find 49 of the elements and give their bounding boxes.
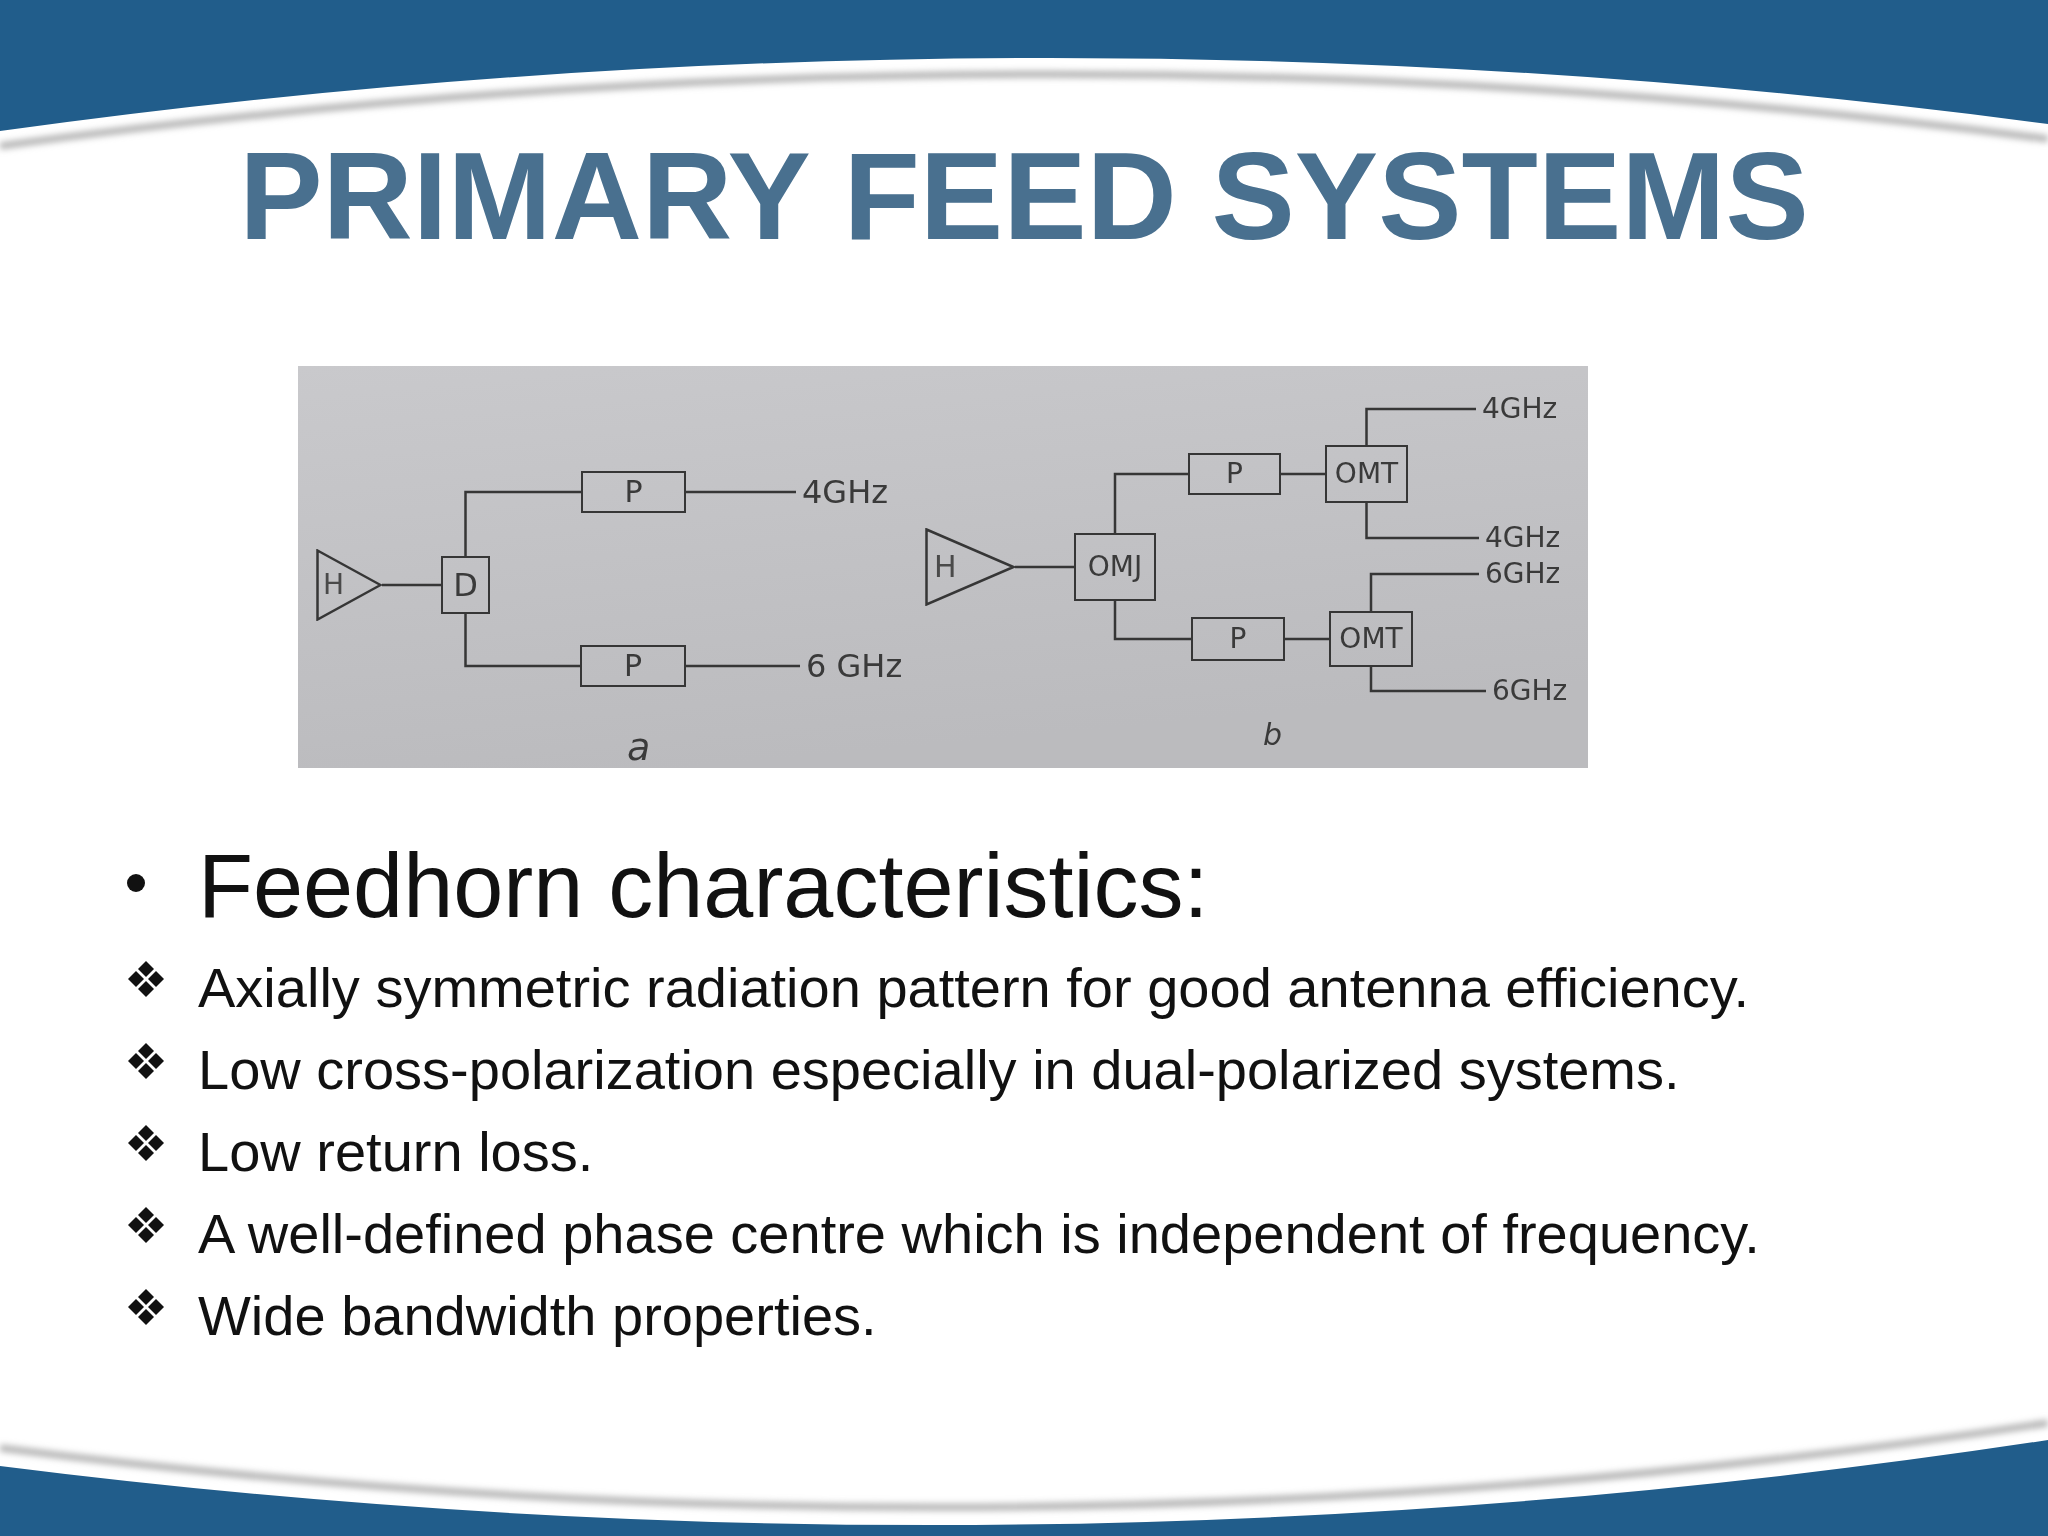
- frequency-label: 4GHz: [1482, 395, 1558, 423]
- frequency-label: 6GHz: [1492, 677, 1568, 705]
- block-label: P: [623, 651, 643, 681]
- block-label: OMT: [1334, 460, 1399, 488]
- list-item: Low cross-polarization especially in dual-polarized systems.: [198, 1038, 1680, 1103]
- frequency-label: 6GHz: [1485, 560, 1561, 588]
- panel-label: a: [627, 728, 651, 766]
- connector-line: [1113, 472, 1188, 533]
- list-item: Axially symmetric radiation pattern for good antenna efficiency.: [198, 956, 1750, 1021]
- panel-label: b: [1263, 720, 1283, 750]
- connector-line: [1113, 601, 1191, 641]
- connector-line: [1369, 572, 1479, 611]
- connector-line: [1281, 472, 1325, 476]
- block-box: [1188, 453, 1281, 495]
- block-label: D: [453, 569, 478, 601]
- block-label: P: [1226, 460, 1243, 488]
- list-item: Low return loss.: [198, 1120, 594, 1185]
- list-item: A well-defined phase centre which is independent of frequency.: [198, 1202, 1760, 1267]
- block-box: [1325, 445, 1408, 503]
- frequency-label: 4GHz: [802, 476, 888, 508]
- connector-line: [464, 614, 580, 668]
- horn-symbol: [316, 549, 382, 621]
- block-label: H: [934, 552, 957, 582]
- block-box: [1191, 617, 1285, 661]
- block-box: [581, 471, 686, 513]
- block-label: H: [323, 571, 345, 599]
- block-label: P: [624, 477, 643, 507]
- connector-line: [686, 490, 796, 494]
- block-box: [1074, 533, 1156, 601]
- block-label: P: [1229, 625, 1247, 653]
- connector-line: [1285, 637, 1329, 641]
- block-box: [580, 645, 686, 687]
- connector-line: [1369, 667, 1486, 693]
- connector-line: [382, 583, 441, 587]
- slide-title: PRIMARY FEED SYSTEMS: [239, 125, 1809, 267]
- connector-line: [1365, 503, 1479, 540]
- frequency-label: 6 GHz: [806, 650, 903, 682]
- block-box: [1329, 611, 1413, 667]
- list-heading: Feedhorn characteristics:: [198, 835, 1209, 938]
- connector-line: [1365, 407, 1476, 445]
- connector-line: [1015, 565, 1074, 569]
- connector-line: [464, 490, 581, 556]
- connector-line: [686, 664, 800, 668]
- block-label: OMT: [1339, 625, 1403, 653]
- block-box: [441, 556, 490, 614]
- list-item: Wide bandwidth properties.: [198, 1284, 877, 1349]
- frequency-label: 4GHz: [1485, 524, 1561, 552]
- block-label: OMJ: [1087, 553, 1143, 581]
- horn-symbol: [925, 528, 1015, 606]
